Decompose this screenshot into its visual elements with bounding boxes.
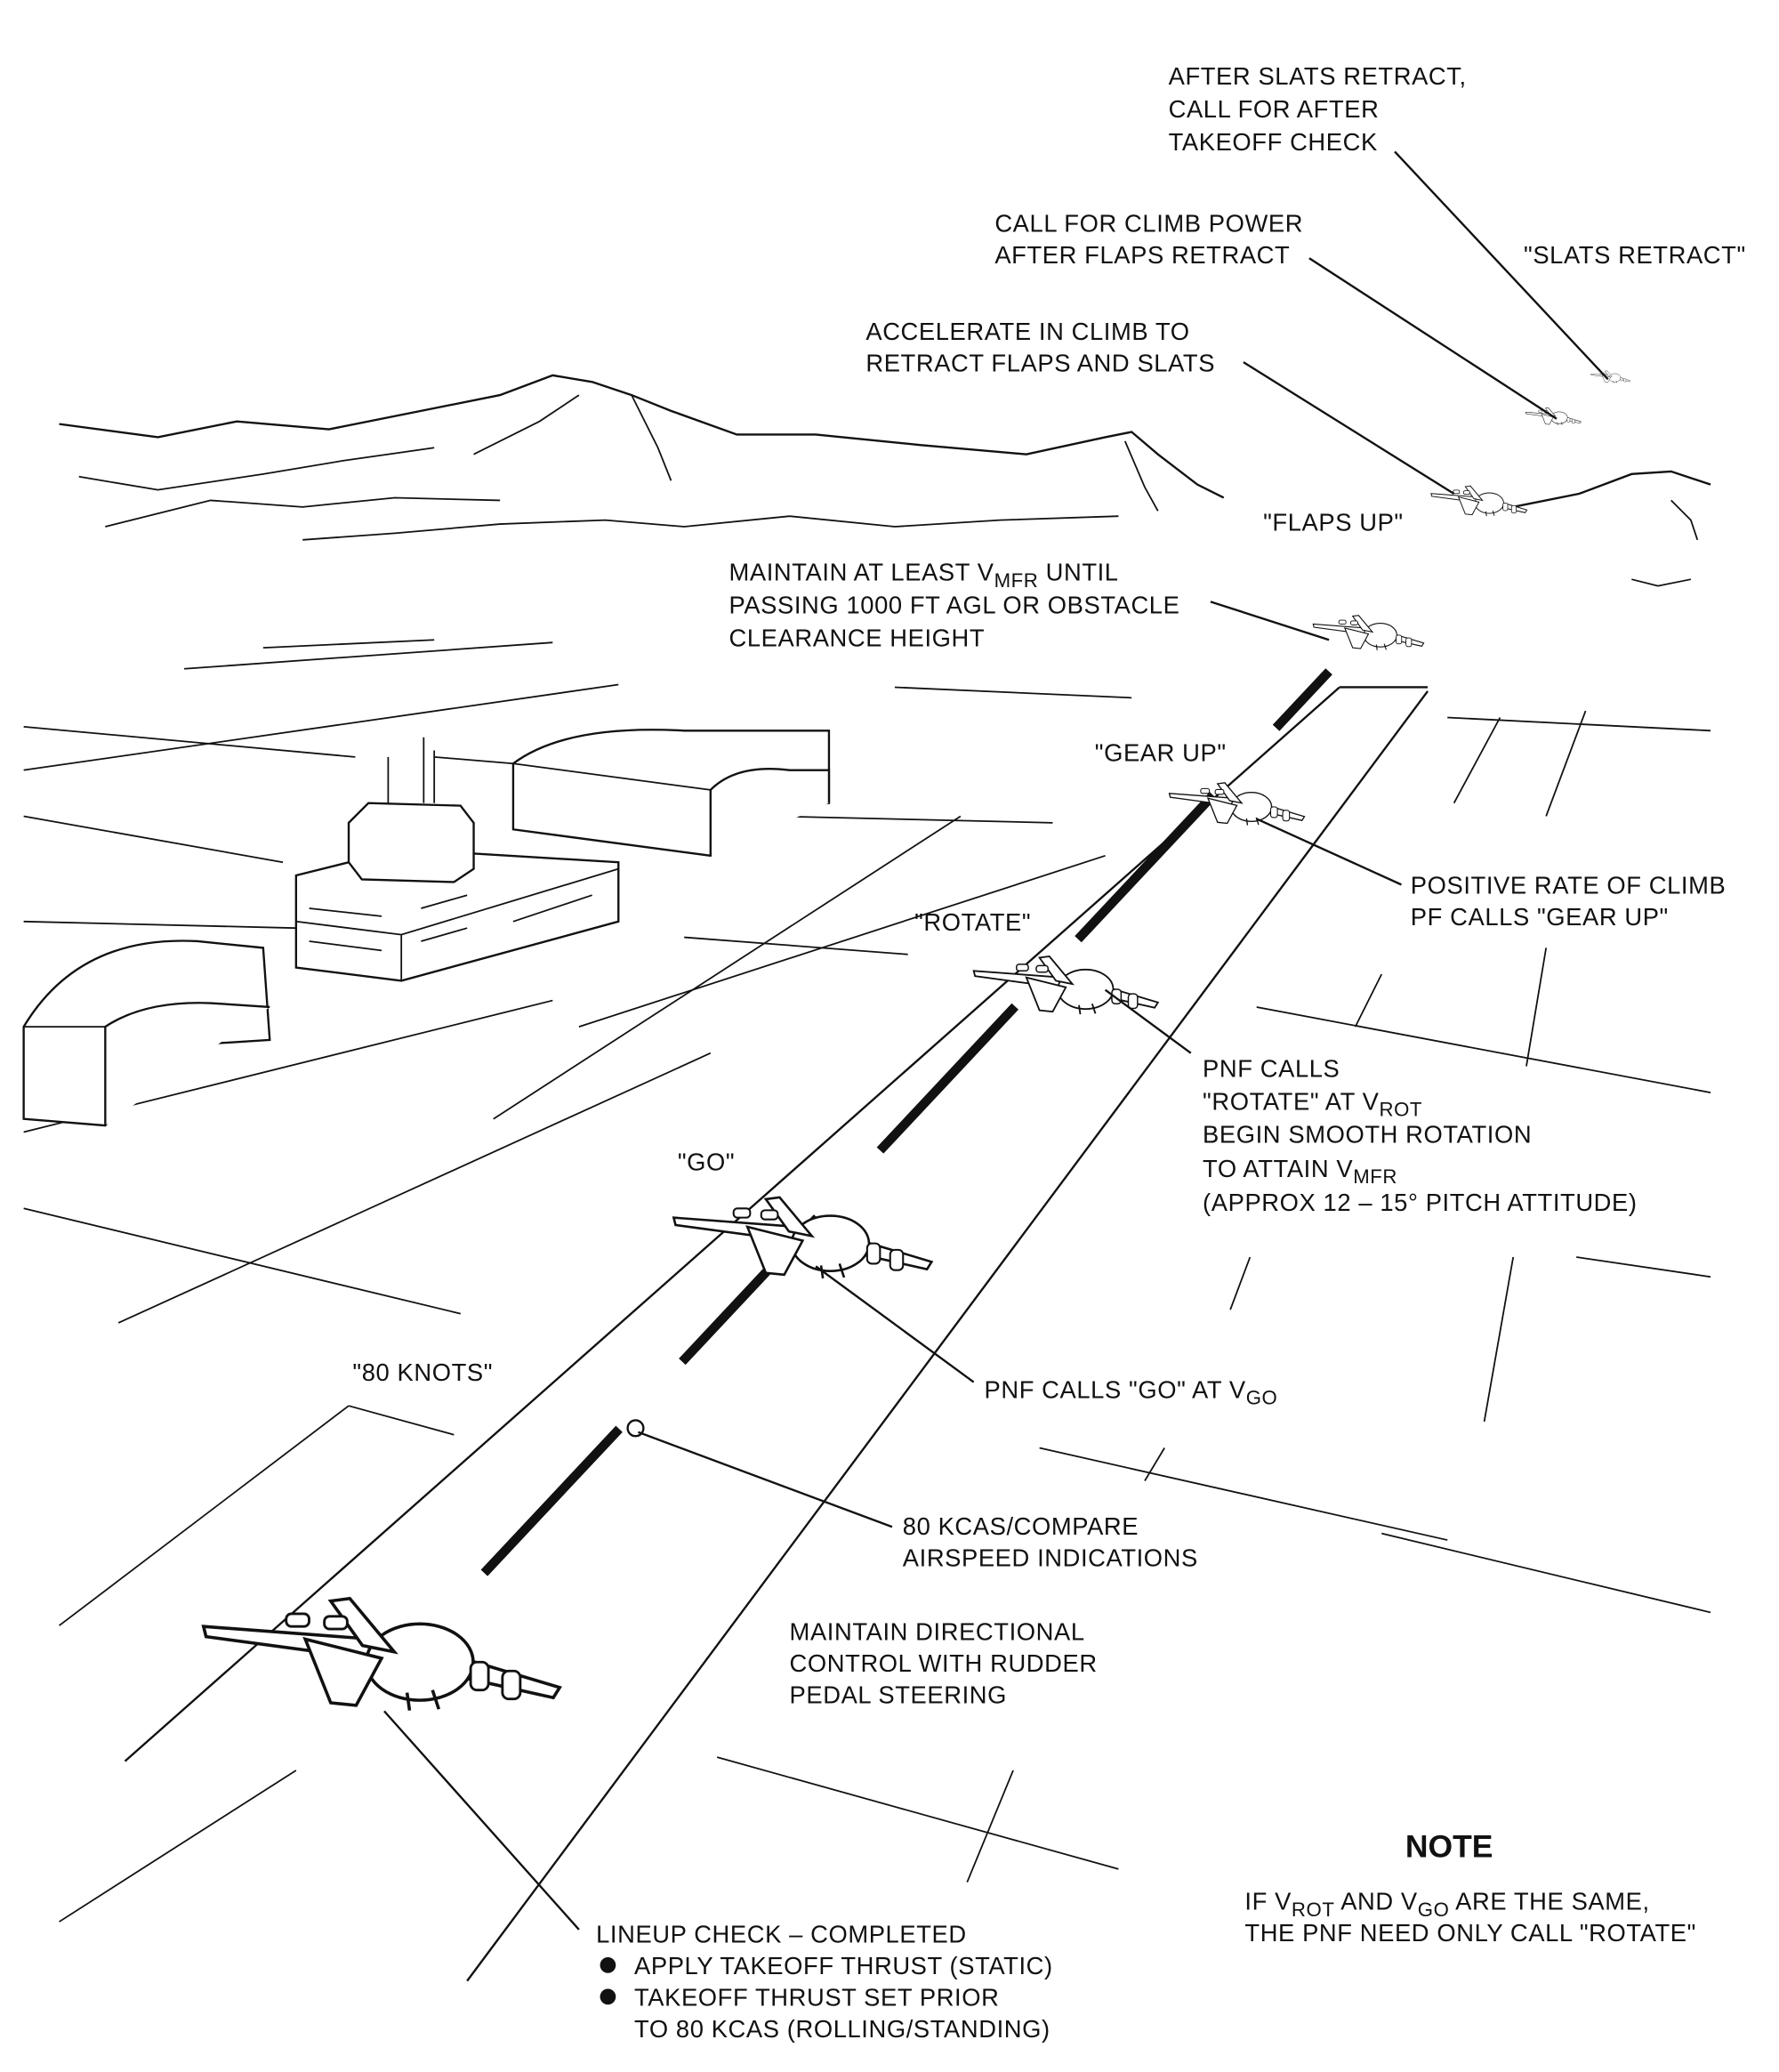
aircraft-flaps-up (1430, 485, 1528, 517)
label-line: 80 KCAS/COMPARE (903, 1512, 1139, 1540)
label-line: PASSING 1000 FT AGL OR OBSTACLE (729, 592, 1180, 619)
label-positive-rate: POSITIVE RATE OF CLIMB PF CALLS "GEAR UP… (1411, 872, 1727, 931)
aircraft-slats-retract (1590, 370, 1630, 383)
label-line: CONTROL WITH RUDDER (790, 1649, 1098, 1677)
label-line: TO 80 KCAS (ROLLING/STANDING) (634, 2015, 1050, 2043)
runway-centerline (480, 668, 1332, 1576)
label-line: LINEUP CHECK – COMPLETED (596, 1921, 967, 1948)
label-line: (APPROX 12 – 15° PITCH ATTITUDE) (1203, 1189, 1638, 1216)
callout-80-knots: "80 KNOTS" (352, 1358, 493, 1386)
label-accelerate: ACCELERATE IN CLIMB TO RETRACT FLAPS AND… (865, 318, 1215, 377)
label-line: PF CALLS "GEAR UP" (1411, 903, 1669, 931)
label-line: TO ATTAIN VMFR (1203, 1155, 1397, 1188)
label-line: TAKEOFF THRUST SET PRIOR (634, 1984, 999, 2012)
label-line: CLEARANCE HEIGHT (729, 625, 986, 652)
label-line: CALL FOR AFTER (1169, 95, 1380, 123)
hangar-right (511, 729, 831, 858)
callout-slats-retract: "SLATS RETRACT" (1524, 241, 1746, 269)
label-climb-power: CALL FOR CLIMB POWER AFTER FLAPS RETRACT (994, 210, 1303, 270)
note-line: THE PNF NEED ONLY CALL "ROTATE" (1244, 1919, 1696, 1947)
callout-go: "GO" (678, 1148, 735, 1175)
aircraft-go (672, 1196, 933, 1280)
label-directional-control: MAINTAIN DIRECTIONAL CONTROL WITH RUDDER… (790, 1617, 1098, 1708)
label-after-slats: AFTER SLATS RETRACT, CALL FOR AFTER TAKE… (1169, 62, 1467, 156)
label-line: CALL FOR CLIMB POWER (994, 210, 1303, 238)
label-pnf-rotate: PNF CALLS "ROTATE" AT VROT BEGIN SMOOTH … (1203, 1054, 1638, 1216)
label-pnf-go: PNF CALLS "GO" AT VGO (985, 1375, 1278, 1408)
hangar-left (22, 939, 271, 1127)
label-line: MAINTAIN DIRECTIONAL (790, 1617, 1085, 1645)
label-lineup-check: LINEUP CHECK – COMPLETED APPLY TAKEOFF T… (596, 1921, 1053, 2044)
label-line: AFTER FLAPS RETRACT (994, 241, 1290, 269)
label-line: POSITIVE RATE OF CLIMB (1411, 872, 1727, 899)
label-80-kcas: 80 KCAS/COMPARE AIRSPEED INDICATIONS (903, 1512, 1198, 1572)
label-line: AFTER SLATS RETRACT, (1169, 62, 1467, 90)
runway (124, 668, 1429, 1982)
label-line: TAKEOFF CHECK (1169, 128, 1378, 156)
bullet-icon (600, 1957, 616, 1973)
bullet-icon (600, 1988, 616, 2005)
aircraft-lineup (201, 1596, 562, 1713)
label-line: APPLY TAKEOFF THRUST (STATIC) (634, 1952, 1053, 1979)
note-line: IF VROT AND VGO ARE THE SAME, (1244, 1888, 1649, 1921)
label-line: ACCELERATE IN CLIMB TO (865, 318, 1189, 345)
label-line: RETRACT FLAPS AND SLATS (865, 349, 1215, 376)
label-line: "ROTATE" AT VROT (1203, 1087, 1422, 1120)
aircraft-climb (1312, 615, 1425, 651)
mountains (59, 374, 1711, 587)
ground-grid (23, 639, 1711, 1923)
leader-lines (383, 150, 1609, 1931)
label-maintain-vmfr: MAINTAIN AT LEAST VMFR UNTIL PASSING 100… (729, 559, 1180, 652)
callout-gear-up: "GEAR UP" (1095, 738, 1227, 766)
note-title: NOTE (1405, 1829, 1493, 1865)
callout-flaps-up: "FLAPS UP" (1263, 508, 1404, 536)
label-line: PEDAL STEERING (790, 1681, 1007, 1709)
note-block: NOTE IF VROT AND VGO ARE THE SAME, THE P… (1244, 1829, 1696, 1947)
callout-rotate: "ROTATE" (914, 908, 1031, 936)
control-tower-terminal (294, 737, 620, 982)
label-line: PNF CALLS (1203, 1054, 1340, 1082)
label-line: MAINTAIN AT LEAST VMFR UNTIL (729, 559, 1119, 592)
label-line: AIRSPEED INDICATIONS (903, 1544, 1198, 1572)
label-line: BEGIN SMOOTH ROTATION (1203, 1120, 1532, 1148)
